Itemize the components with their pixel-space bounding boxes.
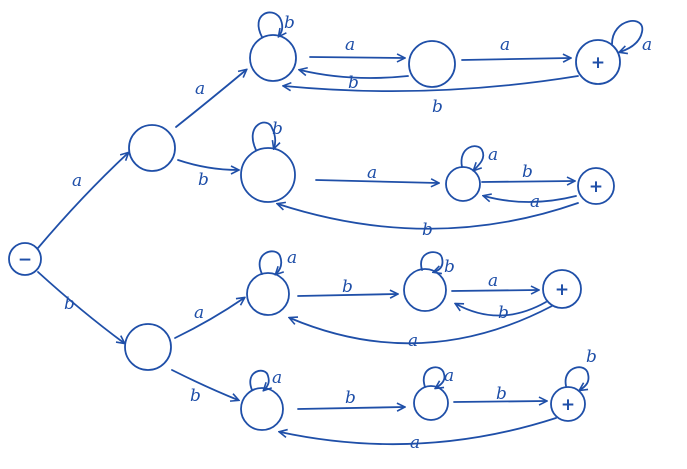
edge-r3-back-label: a — [408, 331, 418, 351]
edge-r3-b2 — [456, 301, 547, 317]
edge-r3-b1-label: b — [342, 277, 353, 297]
edge-b-a-label: a — [194, 303, 204, 323]
edge-r1-a2 — [461, 58, 570, 60]
edge-r3-a1-label: a — [488, 271, 498, 291]
edge-r3-self2-label: b — [444, 257, 455, 277]
edge-start-a-label: a — [72, 171, 82, 191]
edge-r4-self2-label: a — [444, 366, 454, 386]
edge-start-b — [37, 271, 124, 343]
edge-r2-a2 — [484, 196, 577, 203]
edge-r2-a1-label: a — [367, 163, 377, 183]
start-state: − — [8, 242, 42, 276]
edge-r3-a1 — [451, 290, 538, 291]
state-r4-1 — [240, 387, 284, 431]
edge-r4-b1 — [297, 407, 404, 409]
state-r1-1 — [249, 34, 297, 82]
edge-r1-self3-label: a — [642, 35, 652, 55]
edge-r2-back-label: b — [422, 220, 433, 240]
edge-a-b — [177, 159, 238, 170]
edge-r1-b1-label: b — [348, 73, 359, 93]
edge-r2-a1 — [315, 180, 438, 183]
edge-r1-a2-label: a — [500, 35, 510, 55]
edge-r1-self1 — [257, 11, 282, 37]
edge-r4-b2 — [453, 401, 546, 402]
edge-r1-back — [284, 75, 579, 93]
edge-r2-self2-label: a — [488, 145, 498, 165]
edge-r2-a2-label: a — [530, 192, 540, 212]
edge-r2-back — [278, 203, 579, 230]
edge-r4-b2-label: b — [496, 384, 507, 404]
final-state-r2: + — [577, 167, 615, 205]
edge-r4-self2 — [422, 366, 446, 388]
state-r2-1 — [240, 147, 296, 203]
edge-r3-self1-label: a — [287, 248, 297, 268]
svg-text:−: − — [18, 250, 32, 270]
edge-r3-self2 — [420, 251, 444, 272]
edge-r1-back-label: b — [432, 97, 443, 117]
svg-text:+: + — [555, 280, 569, 300]
edge-r3-b2-label: b — [498, 303, 509, 323]
edge-r4-b1-label: b — [345, 388, 356, 408]
edge-a-a-label: a — [195, 79, 205, 99]
final-state-r4: + — [550, 386, 586, 422]
edge-r1-b1 — [300, 70, 409, 79]
edge-a-b-label: b — [198, 170, 209, 190]
edge-r2-b1 — [481, 181, 574, 182]
edge-b-b-label: b — [190, 386, 201, 406]
edge-start-a — [37, 153, 128, 249]
edge-b-b — [171, 369, 238, 400]
edge-r3-b1 — [297, 294, 397, 296]
edge-r4-self1 — [249, 369, 269, 390]
edge-r4-back — [280, 417, 557, 446]
edge-r1-a1 — [309, 57, 404, 58]
state-r3-2 — [403, 268, 447, 312]
state-b — [124, 323, 172, 371]
edge-r4-back-label: a — [410, 433, 420, 453]
edge-r3-back — [290, 305, 553, 345]
edge-r3-self1 — [258, 250, 282, 274]
edge-r2-self2 — [460, 145, 485, 170]
state-r4-2 — [413, 385, 449, 421]
state-r3-1 — [246, 272, 290, 316]
svg-text:+: + — [589, 177, 603, 197]
svg-text:+: + — [561, 395, 575, 415]
edge-r2-b1-label: b — [522, 162, 533, 182]
edge-r4-self3-label: b — [586, 347, 597, 367]
state-a — [128, 124, 176, 172]
state-r1-2 — [408, 40, 456, 88]
edge-r4-self3 — [564, 366, 590, 390]
edge-r2-self1-label: b — [272, 119, 283, 139]
edge-r1-self3 — [611, 20, 643, 52]
edge-a-a — [175, 70, 246, 128]
edge-r1-a1-label: a — [345, 35, 355, 55]
edge-r1-self1-label: b — [284, 13, 295, 33]
final-state-r3: + — [542, 269, 582, 309]
edge-r4-self1-label: a — [272, 368, 282, 388]
edge-b-a — [174, 298, 244, 339]
svg-text:+: + — [591, 53, 605, 73]
final-state-r1: + — [575, 39, 621, 85]
state-r2-2 — [445, 166, 481, 202]
edge-start-b-label: b — [64, 294, 75, 314]
edge-r2-self1 — [251, 121, 276, 151]
